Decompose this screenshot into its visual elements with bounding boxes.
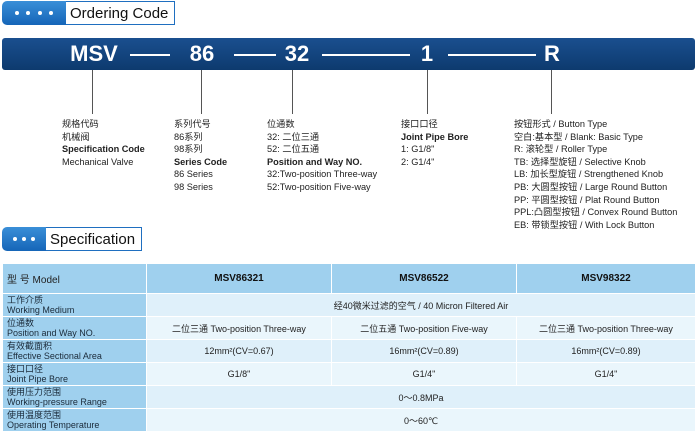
table-cell: 16mm²(CV=0.89) [331,339,517,363]
table-cell: 二位三通 Two-position Three-way [516,316,696,340]
temperature-range-value: 0～60℃ [146,408,696,432]
connector-line [201,70,202,114]
row-label-en: Position and Way NO. [7,328,96,338]
table-header-row: 型 号 Model MSV86321 MSV86522 MSV98322 [2,263,696,294]
pipe-bore-cn: 接口口径 [401,119,438,129]
model-header: MSV86321 [146,263,332,294]
code-dash [322,54,410,56]
position-way-52-en: 52:Two-position Five-way [267,181,371,192]
working-medium-value: 经40微米过滤的空气 / 40 Micron Filtered Air [146,293,696,317]
row-label-cn: 位通数 [7,318,35,328]
row-label-en: Joint Pipe Bore [7,374,69,384]
row-label-cn: 工作介质 [7,295,44,305]
series-code-cn: 系列代号 [174,119,211,129]
button-type-item: PP: 平圆型按钮 / Plat Round Button [514,194,660,205]
button-type-title: 按钮形式 / Button Type [514,119,608,129]
code-dash [130,54,170,56]
connector-line [292,70,293,114]
specification-tab: Specification [2,227,143,251]
button-type-item: LB: 加长型旋钮 / Strengthened Knob [514,169,664,180]
pipe-bore-column: 接口口径 Joint Pipe Bore 1: G1/8" 2: G1/4" [401,118,468,168]
ordering-code-bar: MSV 86 32 1 R [2,38,695,70]
position-way-column: 位通数 32: 二位三通 52: 二位五通 Position and Way N… [267,118,377,194]
code-segment-bore: 1 [420,41,434,66]
model-header: MSV86522 [331,263,517,294]
spec-code-title: Specification Code [62,144,145,155]
table-cell: 16mm²(CV=0.89) [516,339,696,363]
series-98-cn: 98系列 [174,144,203,155]
table-cell: 二位五通 Two-position Five-way [331,316,517,340]
spec-table: 型 号 Model MSV86321 MSV86522 MSV98322 工作介… [2,263,696,432]
spec-code-cn-desc: 机械阀 [62,131,90,142]
table-cell: G1/4" [516,362,696,386]
position-way-32-en: 32:Two-position Three-way [267,169,378,180]
code-segment-series: 86 [189,41,215,66]
button-type-item: EB: 带锁型按钮 / With Lock Button [514,219,655,230]
button-type-item: 空白:基本型 / Blank: Basic Type [514,131,644,142]
row-label-cn: 有效截面积 [7,341,53,351]
pipe-bore-title: Joint Pipe Bore [401,131,469,142]
spec-code-desc: Mechanical Valve [62,156,134,167]
specification-title: Specification [46,227,143,251]
button-type-item: R: 滚轮型 / Roller Type [514,144,608,155]
ordering-code-title: Ordering Code [66,1,176,25]
code-segment-series-type: MSV [70,41,118,66]
table-cell: G1/4" [331,362,517,386]
row-label-en: Working-pressure Range [7,397,107,407]
dots-icon [2,227,46,251]
code-segment-button: R [544,41,560,66]
code-dash [234,54,276,56]
spec-code-column: 规格代码 机械阀 Specification Code Mechanical V… [62,118,145,168]
series-98-en: 98 Series [174,181,213,192]
position-way-32-cn: 32: 二位三通 [267,131,320,142]
button-type-item: TB: 选择型旋钮 / Selective Knob [514,156,646,167]
position-way-52-cn: 52: 二位五通 [267,144,320,155]
pipe-bore-2: 2: G1/4" [401,156,435,167]
connector-line [92,70,93,114]
button-type-column: 按钮形式 / Button Type 空白:基本型 / Blank: Basic… [514,118,677,231]
row-label-en: Working Medium [7,305,75,315]
row-label-en: Operating Temperature [7,420,100,430]
row-label-cn: 使用温度范围 [7,410,62,420]
pressure-range-value: 0～0.8MPa [146,385,696,409]
table-cell: 12mm²(CV=0.67) [146,339,332,363]
code-dash [448,54,536,56]
model-header-label: 型 号 Model [2,263,147,294]
row-label-cn: 使用压力范围 [7,387,62,397]
series-86-en: 86 Series [174,169,213,180]
series-86-cn: 86系列 [174,131,203,142]
spec-code-cn: 规格代码 [62,119,99,129]
dots-icon [2,1,66,25]
position-way-title: Position and Way NO. [267,156,363,167]
button-type-item: PPL:凸圆型按钮 / Convex Round Button [514,207,678,218]
pipe-bore-1: 1: G1/8" [401,144,435,155]
ordering-code-tab: Ordering Code [2,1,176,25]
button-type-item: PB: 大圆型按钮 / Large Round Button [514,181,668,192]
table-cell: G1/8" [146,362,332,386]
connector-line [427,70,428,114]
row-label-en: Effective Sectional Area [7,351,102,361]
position-way-cn: 位通数 [267,119,295,129]
connector-line [551,70,552,114]
series-code-title: Series Code [174,156,228,167]
row-label-cn: 接口口径 [7,364,44,374]
model-header: MSV98322 [516,263,696,294]
table-cell: 二位三通 Two-position Three-way [146,316,332,340]
code-segment-position-way: 32 [284,41,310,66]
series-code-column: 系列代号 86系列 98系列 Series Code 86 Series 98 … [174,118,227,194]
